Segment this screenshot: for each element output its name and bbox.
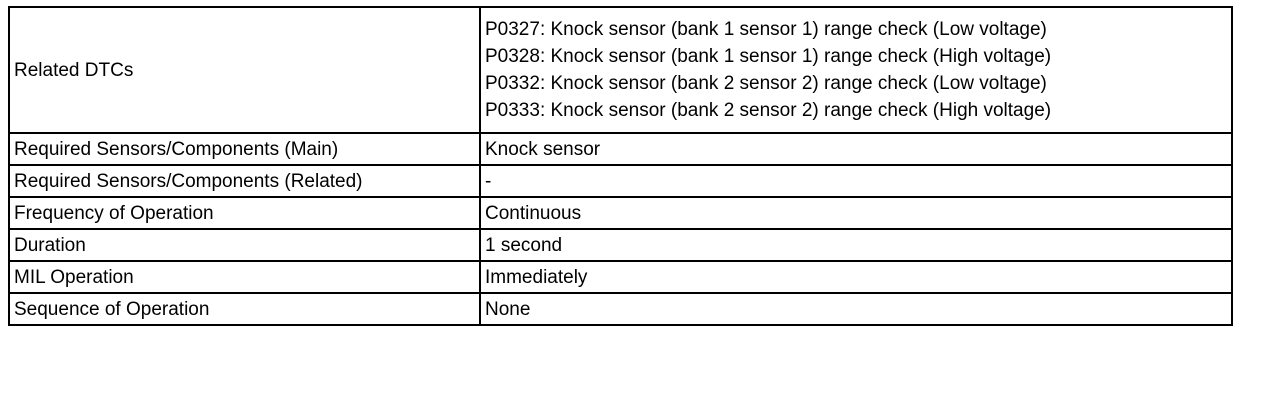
dtc-item: P0333: Knock sensor (bank 2 sensor 2) ra… [485, 100, 1052, 121]
table-row-mil-operation: MIL Operation Immediately [8, 260, 1233, 294]
row-value: Immediately [479, 260, 1233, 294]
row-value: - [479, 164, 1233, 198]
row-label: Duration [8, 228, 481, 262]
monitor-spec-table: Related DTCs P0327: Knock sensor (bank 1… [8, 6, 1233, 326]
dtc-item: P0327: Knock sensor (bank 1 sensor 1) ra… [485, 19, 1047, 40]
row-label: Sequence of Operation [8, 292, 481, 326]
table-row-sensors-related: Required Sensors/Components (Related) - [8, 164, 1233, 198]
table-row-related-dtcs: Related DTCs P0327: Knock sensor (bank 1… [8, 6, 1233, 134]
table-row-frequency: Frequency of Operation Continuous [8, 196, 1233, 230]
row-label: Required Sensors/Components (Related) [8, 164, 481, 198]
row-label: Required Sensors/Components (Main) [8, 132, 481, 166]
dtc-item: P0332: Knock sensor (bank 2 sensor 2) ra… [485, 73, 1047, 94]
row-label: Frequency of Operation [8, 196, 481, 230]
row-value: Knock sensor [479, 132, 1233, 166]
table-row-sensors-main: Required Sensors/Components (Main) Knock… [8, 132, 1233, 166]
row-label: MIL Operation [8, 260, 481, 294]
row-value: None [479, 292, 1233, 326]
row-value: 1 second [479, 228, 1233, 262]
dtc-item: P0328: Knock sensor (bank 1 sensor 1) ra… [485, 46, 1052, 67]
dtc-list: P0327: Knock sensor (bank 1 sensor 1) ra… [479, 6, 1233, 134]
table-row-duration: Duration 1 second [8, 228, 1233, 262]
table-row-sequence: Sequence of Operation None [8, 292, 1233, 326]
row-value: Continuous [479, 196, 1233, 230]
row-label: Related DTCs [8, 6, 481, 134]
